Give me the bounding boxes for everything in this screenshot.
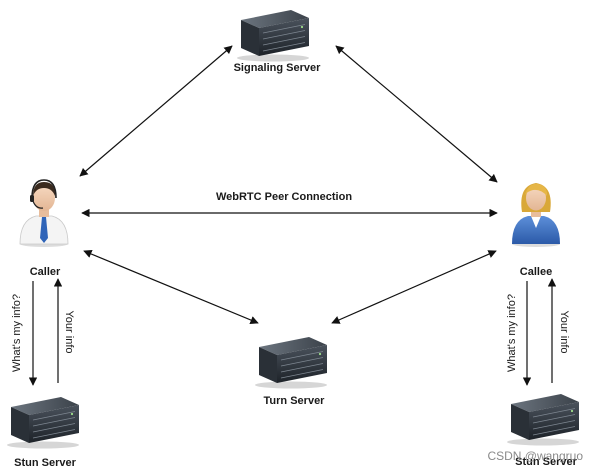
signaling-server-icon	[236, 9, 310, 62]
caller-turn-arrow	[83, 250, 259, 324]
caller-avatar-icon	[19, 179, 69, 247]
callee-avatar-icon	[512, 183, 560, 247]
signaling-caller-arrow	[79, 45, 233, 177]
watermark-text: CSDN @wangruo	[487, 449, 583, 463]
signaling-server-label: Signaling Server	[234, 62, 322, 74]
caller-label: Caller	[30, 266, 61, 278]
left-request-label: What's my info?	[11, 294, 23, 372]
turn-server-icon	[254, 336, 328, 389]
left-response-label: Your info	[63, 310, 75, 353]
right-response-label: Your info	[558, 310, 570, 353]
peer-connection-label: WebRTC Peer Connection	[216, 191, 352, 203]
stun-server-right-label: Stun Server	[515, 456, 577, 468]
right-request-label: What's my info?	[506, 294, 518, 372]
signaling-callee-arrow	[335, 45, 498, 183]
stun-server-left-icon	[6, 396, 80, 449]
callee-label: Callee	[520, 266, 552, 278]
stun-server-right-icon	[506, 393, 580, 446]
callee-turn-arrow	[331, 250, 497, 324]
turn-server-label: Turn Server	[264, 395, 326, 407]
stun-server-left-label: Stun Server	[14, 457, 76, 469]
